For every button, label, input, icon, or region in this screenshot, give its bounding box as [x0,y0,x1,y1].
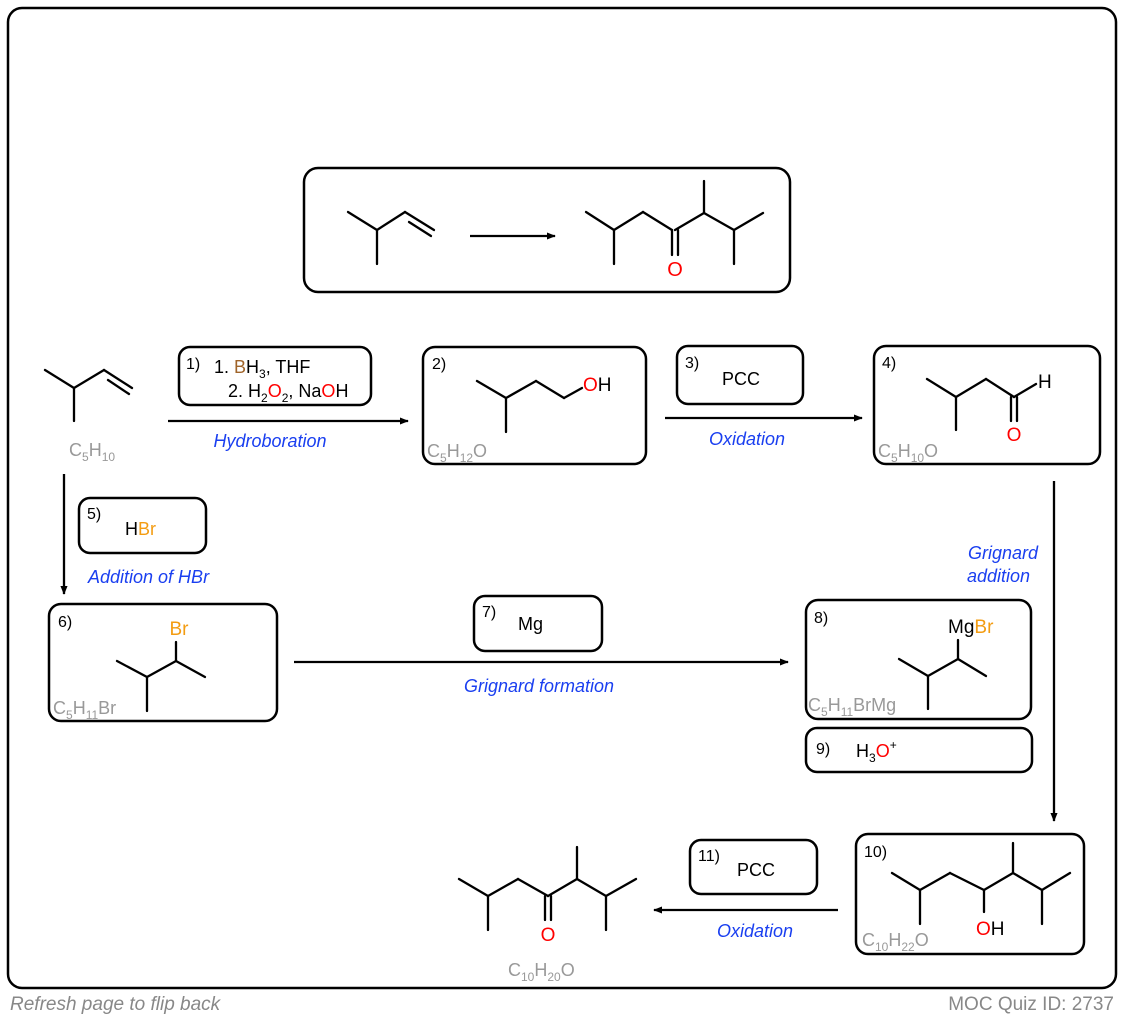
target-ketone-oxygen: O [667,259,683,281]
name-grignard-formation: Grignard formation [464,676,614,696]
target-start-alkene [346,210,436,266]
step7-number: 7) [482,604,496,621]
refresh-hint[interactable]: Refresh page to flip back [10,994,221,1015]
step7-reagent: Mg [518,614,543,634]
step3-reagent-box: 3) PCC [675,344,805,406]
step8-number: 8) [814,610,828,627]
formula-c10h22o: C10H22O [862,930,929,954]
step9-reagent-box: 9) H3O+ [804,726,1034,774]
name-oxidation-1: Oxidation [709,429,785,449]
compound8-mgbr: MgBr [948,617,994,638]
step11-reagent: PCC [737,860,775,880]
formula-c5h10: C5H10 [69,440,115,464]
start-alkene: C5H10 [43,368,134,464]
compound6-box: 6) Br C5H11Br [47,602,279,723]
compound2-box: 2) OH C5H12O [421,345,648,466]
step5-reagent-box: 5) HBr [77,496,208,555]
step9-number: 9) [816,741,830,758]
compound4-aldehyde-o: O [1007,425,1022,446]
step7-reagent-box: 7) Mg [472,594,604,653]
step5-number: 5) [87,506,101,523]
compound10-box: 10) OH C10H22O [854,832,1086,956]
compound10-hydroxyl: OH [976,919,1005,940]
step5-reagent: HBr [125,519,156,539]
formula-c5h12o: C5H12O [427,441,487,465]
final-ketone-oxygen: O [541,925,556,946]
step11-number: 11) [698,848,720,865]
formula-c5h11br: C5H11Br [53,698,116,722]
final-product-ketone: O C10H20O [457,845,638,984]
step9-reagent: H3O+ [856,738,897,765]
formula-c5h11brmg: C5H11BrMg [808,695,896,719]
compound6-bromine: Br [170,619,190,640]
step4-number: 4) [882,355,896,372]
quiz-id: MOC Quiz ID: 2737 [948,994,1114,1015]
target-product-ketone [584,179,765,266]
target-box: O [302,166,792,294]
step1-number: 1) [186,356,200,373]
step1-line1: 1. BH3, THF [214,357,310,381]
name-addition-hbr: Addition of HBr [87,567,210,587]
formula-c5h10o: C5H10O [878,441,938,465]
name-grignard-addition-2: addition [967,566,1030,586]
name-hydroboration: Hydroboration [213,431,326,451]
compound4-aldehyde-h: H [1038,372,1052,393]
step3-number: 3) [685,355,699,372]
step2-number: 2) [432,356,446,373]
step1-reagent-box: 1) 1. BH3, THF 2. H2O2, NaOH [177,345,373,407]
synthesis-diagram: O C5H10 1) 1. BH3, THF 2. H2O2, NaOH Hyd… [6,6,1118,990]
name-oxidation-2: Oxidation [717,921,793,941]
step11-reagent-box: 11) PCC [688,838,819,896]
name-grignard-addition-1: Grignard [968,543,1039,563]
step6-number: 6) [58,614,72,631]
compound2-hydroxyl: OH [583,375,612,396]
step10-number: 10) [864,844,887,861]
formula-c10h20o: C10H20O [508,960,575,984]
compound4-box: 4) H O C5H10O [872,344,1102,466]
step1-line2: 2. H2O2, NaOH [228,381,348,405]
step3-reagent: PCC [722,369,760,389]
compound8-box: 8) MgBr C5H11BrMg [804,598,1033,721]
outer-frame [6,6,1118,990]
